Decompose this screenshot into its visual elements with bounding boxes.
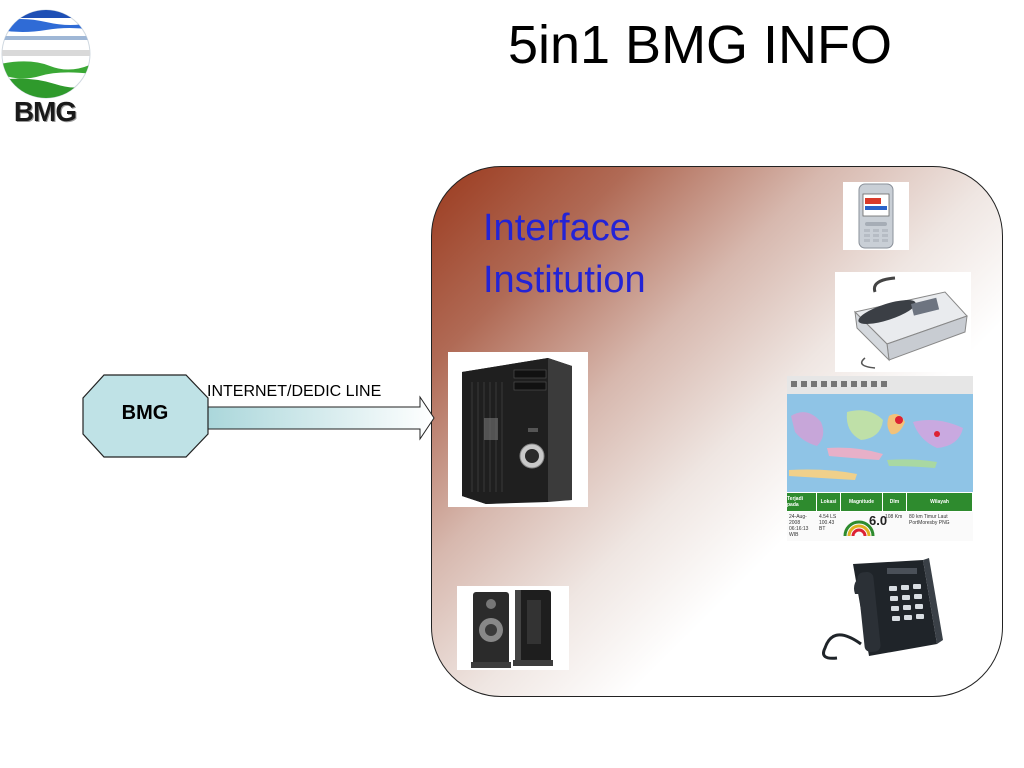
speakers-image <box>457 586 569 670</box>
map-table-header: Lokasi <box>817 493 841 511</box>
page-title: 5in1 BMG INFO <box>507 15 893 75</box>
map-table-header: Dlm <box>883 493 907 511</box>
institution-label-line1: Interface <box>483 207 631 249</box>
map-table-cell-time: 24-Aug-2008 06:16:13 WIB <box>789 514 809 538</box>
mobile-phone-image <box>843 182 909 250</box>
map-table-header: Terjadi pada <box>787 493 817 511</box>
map-table-header: Wilayah <box>907 493 973 511</box>
quake-marker-icon <box>843 520 875 537</box>
pc-tower-image <box>448 352 588 507</box>
bmg-node-label: BMG <box>121 402 169 424</box>
earthquake-map-image: Terjadi pada Lokasi Magnitude Dlm Wilaya… <box>787 376 973 541</box>
bmg-logo <box>1 9 91 99</box>
link-arrow <box>204 395 435 441</box>
map-graphic <box>787 376 973 541</box>
map-table-cell-magnitude: 6.0 <box>869 513 888 528</box>
institution-label-line2: Institution <box>483 259 646 301</box>
map-table-header: Magnitude <box>841 493 883 511</box>
map-table-cell-depth: 108 Km <box>885 514 903 520</box>
desk-phone-image <box>803 554 955 668</box>
bmg-node <box>82 374 209 458</box>
map-table-cell-location: 4.54 LS 100.43 BT <box>819 514 837 532</box>
link-label: INTERNET/DEDIC LINE <box>207 383 382 400</box>
logo-text: BMG <box>13 96 77 127</box>
fax-machine-image <box>835 272 971 372</box>
institution-label: Interface Institution <box>483 202 723 306</box>
map-table-cell-region: 80 km Timur Laut PortMoresby PNG <box>909 514 950 526</box>
